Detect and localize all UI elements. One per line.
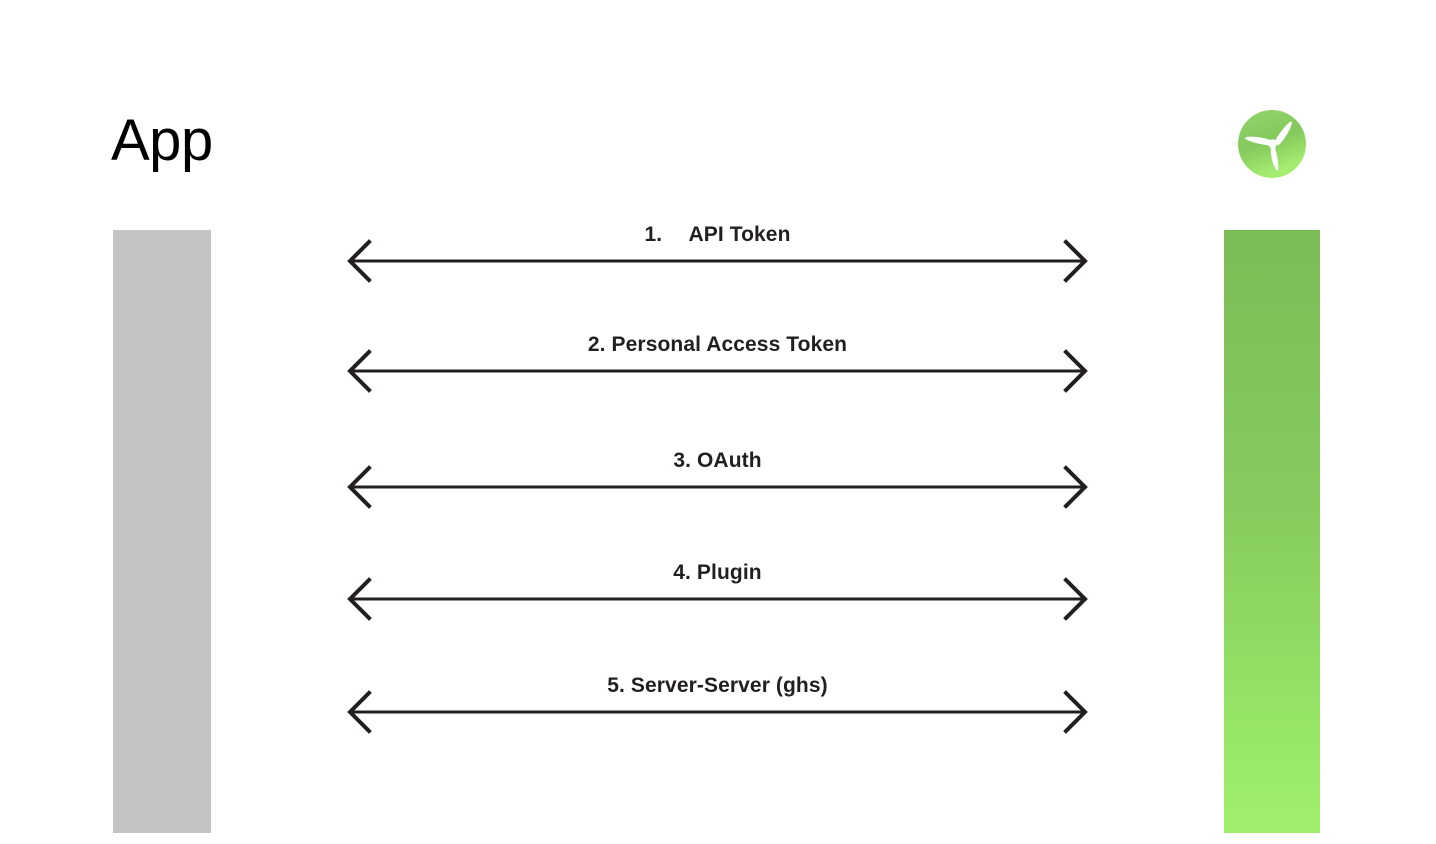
message-label: 5. Server-Server (ghs) [607, 674, 828, 697]
bidirectional-arrow-icon [347, 690, 1088, 734]
page-title: App [111, 108, 213, 173]
propeller-logo-icon [1237, 109, 1307, 179]
bidirectional-arrow-icon [347, 577, 1088, 621]
message-label: 2. Personal Access Token [587, 333, 848, 356]
bidirectional-arrow-icon [347, 349, 1088, 393]
message-label: 4. Plugin [673, 561, 762, 584]
bidirectional-arrow-icon [347, 239, 1088, 283]
message-label: 3. OAuth [673, 449, 762, 472]
right-actor-lifeline [1224, 230, 1320, 833]
bidirectional-arrow-icon [347, 465, 1088, 509]
left-actor-lifeline [113, 230, 211, 833]
message-label: 1. API Token [644, 223, 791, 246]
